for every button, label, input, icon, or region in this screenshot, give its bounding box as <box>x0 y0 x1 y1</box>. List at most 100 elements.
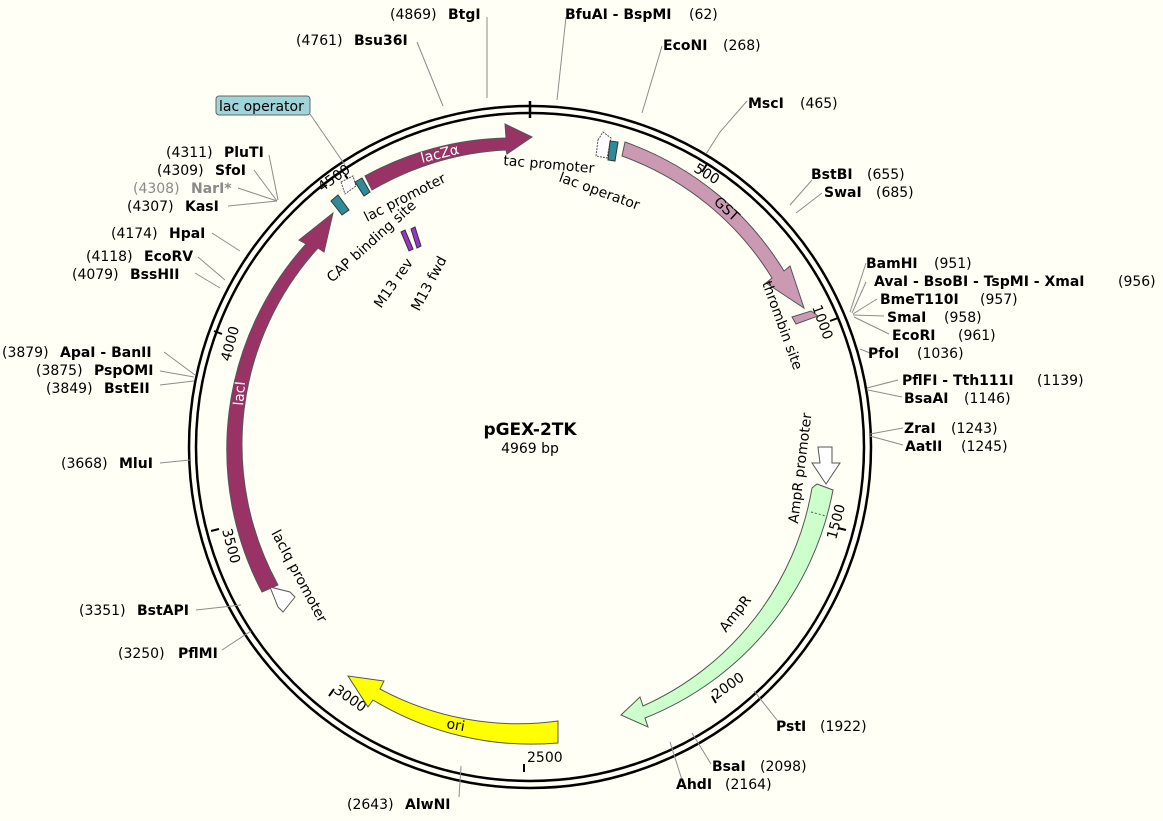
enzyme-bstbi[interactable]: BstBI (655) <box>811 167 905 183</box>
enzyme-name: BmeT110I <box>880 292 959 308</box>
enzyme-pos: (1146) <box>964 391 1011 407</box>
enzyme-bsteii[interactable]: (3849) BstEII <box>46 381 150 397</box>
enzyme-swai[interactable]: SwaI (685) <box>824 185 914 201</box>
enzyme-name: PluTI <box>224 145 264 161</box>
enzyme-bsshii[interactable]: (4079) BssHII <box>72 267 179 283</box>
enzyme-name: AhdI <box>676 777 712 793</box>
enzyme-pos: (4174) <box>111 226 158 242</box>
enzyme-psti[interactable]: PstI (1922) <box>776 719 867 735</box>
enzyme-sfoi[interactable]: (4309) SfoI <box>157 163 246 179</box>
enzyme-bsu36i[interactable]: (4761) Bsu36I <box>296 33 408 49</box>
enzyme-pfoi[interactable]: PfoI (1036) <box>868 346 964 362</box>
enzyme-mlui[interactable]: (3668) MluI <box>61 456 153 472</box>
tick-4000 <box>213 330 223 335</box>
enzyme-pos: (2098) <box>760 759 807 775</box>
enzyme-alwni[interactable]: (2643) AlwNI <box>347 797 451 813</box>
enzyme-name: BssHII <box>130 267 179 283</box>
enzyme-name: BsaI <box>712 759 746 775</box>
enzyme-kasi[interactable]: (4307) KasI <box>127 199 219 215</box>
enzyme-pos: (685) <box>876 185 914 201</box>
feature-laciq-promoter[interactable]: lacIq promoter <box>267 527 329 625</box>
enzyme-zrai[interactable]: ZraI (1243) <box>904 421 998 437</box>
enzyme-aatii[interactable]: AatII (1245) <box>905 439 1008 455</box>
enzyme-avai-bsobi-tspmi-xmai[interactable]: AvaI - BsoBI - TspMI - XmaI (956) <box>874 274 1156 290</box>
enzyme-name: BstEII <box>104 381 150 397</box>
enzyme-smai[interactable]: SmaI (958) <box>887 310 982 326</box>
feature-laci[interactable]: lacI <box>226 211 334 593</box>
enzyme-pos: (3879) <box>2 345 49 361</box>
enzyme-name: ApaI - BanII <box>60 345 152 361</box>
feature-tac-promoter[interactable]: tac promoter <box>503 131 612 177</box>
enzyme-name: HpaI <box>169 226 205 242</box>
enzyme-pos: (1243) <box>951 421 998 437</box>
enzyme-name: PspOMI <box>94 363 153 379</box>
enzyme-name: PfoI <box>868 346 899 362</box>
enzyme-pos: (4869) <box>390 7 437 23</box>
enzyme-econi[interactable]: EcoNI (268) <box>663 38 761 54</box>
enzyme-pos: (62) <box>689 7 718 23</box>
feature-lac-operator-left[interactable] <box>354 177 371 197</box>
feature-label-laczalpha: lacZα <box>419 142 461 167</box>
enzyme-name: KasI <box>185 199 219 215</box>
enzyme-name: SwaI <box>824 185 862 201</box>
enzyme-pos: (951) <box>934 256 972 272</box>
enzyme-name: MluI <box>119 456 153 472</box>
enzyme-name: BfuAI - BspMI <box>565 7 672 23</box>
enzyme-nari[interactable]: (4308) NarI* <box>133 181 232 197</box>
enzyme-msci[interactable]: MscI (465) <box>748 96 838 112</box>
enzyme-pos: (4309) <box>157 163 204 179</box>
feature-label-lac-operator-right: lac operator <box>557 170 642 214</box>
enzyme-pflmi[interactable]: (3250) PflMI <box>118 646 218 662</box>
enzyme-pflfi-tth111i[interactable]: PflFI - Tth111I (1139) <box>902 373 1084 389</box>
enzyme-name: BsaAI <box>904 391 949 407</box>
enzyme-pos: (1139) <box>1037 373 1084 389</box>
enzyme-bfuai-bspmi[interactable]: BfuAI - BspMI (62) <box>565 7 718 23</box>
enzyme-apai-banii[interactable]: (3879) ApaI - BanII <box>2 345 152 361</box>
tick-label-4000: 4000 <box>218 324 243 363</box>
enzyme-bstapi[interactable]: (3351) BstAPI <box>79 603 189 619</box>
enzyme-pos: (655) <box>867 167 905 183</box>
enzyme-name: AvaI - BsoBI - TspMI - XmaI <box>874 274 1085 290</box>
enzyme-bamhi[interactable]: BamHI (951) <box>866 256 972 272</box>
enzyme-pos: (268) <box>723 38 761 54</box>
feature-label-ori: ori <box>445 716 466 735</box>
enzyme-name: AatII <box>905 439 942 455</box>
enzyme-name: MscI <box>748 96 784 112</box>
tick-1000 <box>829 317 839 322</box>
enzyme-pos: (3668) <box>61 456 108 472</box>
enzyme-name: ZraI <box>904 421 936 437</box>
tick-label-2500: 2500 <box>527 750 563 766</box>
enzyme-ecori[interactable]: EcoRI (961) <box>892 328 996 344</box>
feature-label-laciq-promoter: lacIq promoter <box>267 527 329 625</box>
enzyme-pos: (2643) <box>347 797 394 813</box>
enzyme-bmet110i[interactable]: BmeT110I (957) <box>880 292 1018 308</box>
enzyme-pos: (3875) <box>36 363 83 379</box>
enzyme-name: NarI* <box>191 181 232 197</box>
enzyme-ecorv[interactable]: (4118) EcoRV <box>86 249 193 265</box>
enzyme-ahdi[interactable]: AhdI (2164) <box>676 777 772 793</box>
enzyme-btgi[interactable]: (4869) BtgI <box>390 7 481 23</box>
feature-m13-fwd[interactable]: M13 fwd <box>408 226 450 314</box>
enzyme-pos: (4761) <box>296 33 343 49</box>
feature-ori[interactable]: ori <box>346 675 559 745</box>
enzyme-pluti[interactable]: (4311) PluTI <box>166 145 264 161</box>
enzyme-pos: (4311) <box>166 145 213 161</box>
enzyme-pos: (4307) <box>127 199 174 215</box>
enzyme-leaders <box>159 16 904 798</box>
enzyme-hpai[interactable]: (4174) HpaI <box>111 226 205 242</box>
lac-operator-callout-label: lac operator <box>219 99 304 115</box>
enzyme-name: BamHI <box>866 256 918 272</box>
enzyme-name: SmaI <box>887 310 926 326</box>
enzyme-pos: (2164) <box>725 777 772 793</box>
feature-label-tac-promoter: tac promoter <box>503 153 595 177</box>
enzyme-pspomi[interactable]: (3875) PspOMI <box>36 363 153 379</box>
enzyme-name: BtgI <box>448 7 481 23</box>
enzyme-bsai[interactable]: BsaI (2098) <box>712 759 807 775</box>
enzyme-pos: (1036) <box>917 346 964 362</box>
lac-operator-callout[interactable]: lac operator <box>215 95 346 166</box>
enzyme-bsaai[interactable]: BsaAI (1146) <box>904 391 1011 407</box>
enzyme-pos: (3250) <box>118 646 165 662</box>
tick-500 <box>701 163 708 173</box>
enzyme-pos: (465) <box>800 96 838 112</box>
